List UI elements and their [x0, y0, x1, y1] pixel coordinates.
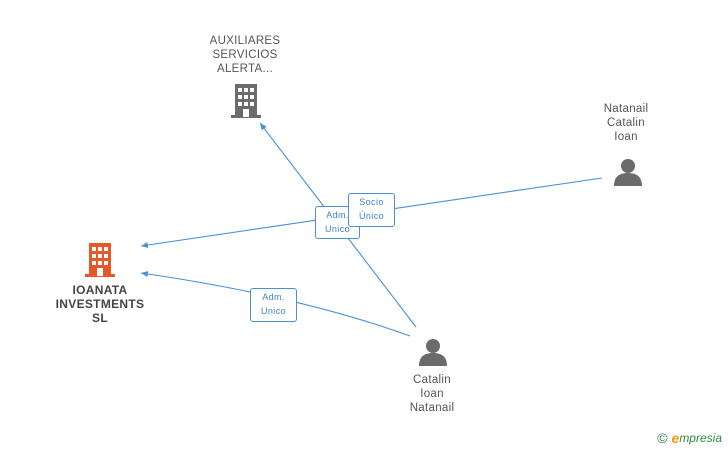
badge-line: Unico [260, 306, 286, 316]
label-line: AUXILIARES [209, 35, 281, 47]
label-line: Natanail [603, 103, 649, 115]
person-icon [614, 159, 642, 186]
label-line: Ioan [614, 131, 638, 143]
badge-line: Socio [359, 197, 384, 207]
badge-line: Adm. [326, 210, 349, 220]
node-natanail-label[interactable]: Natanail Catalin Ioan [578, 102, 674, 144]
building-icon [231, 84, 261, 118]
label-line: IOANATA [72, 283, 128, 297]
brand-name: mpresia [679, 431, 722, 445]
label-line: Catalin [607, 117, 645, 129]
badge-line: Unico [324, 224, 350, 234]
label-line: Ioan [420, 388, 444, 400]
label-line: SL [92, 311, 108, 325]
label-line: INVESTMENTS [55, 297, 145, 311]
node-catalin-label[interactable]: Catalin Ioan Natanail [384, 373, 480, 415]
building-icon [85, 243, 115, 277]
edge-badge-socio-unico[interactable]: Socio Único [348, 193, 395, 227]
badge-line: Único [358, 211, 384, 221]
node-auxiliares-label[interactable]: AUXILIARES SERVICIOS ALERTA... [190, 34, 300, 76]
brand-initial: e [671, 430, 680, 446]
node-ioanata-label[interactable]: IOANATA INVESTMENTS SL [40, 283, 160, 325]
label-line: ALERTA... [217, 63, 273, 75]
person-icon [419, 339, 447, 366]
label-line: Natanail [409, 402, 455, 414]
copyright-icon: © [657, 430, 668, 446]
badge-line: Adm. [262, 292, 285, 302]
empresia-watermark: © e mpresia [657, 430, 722, 446]
edge-badge-adm-unico-2[interactable]: Adm. Unico [250, 288, 297, 322]
label-line: Catalin [413, 374, 451, 386]
label-line: SERVICIOS [212, 49, 278, 61]
